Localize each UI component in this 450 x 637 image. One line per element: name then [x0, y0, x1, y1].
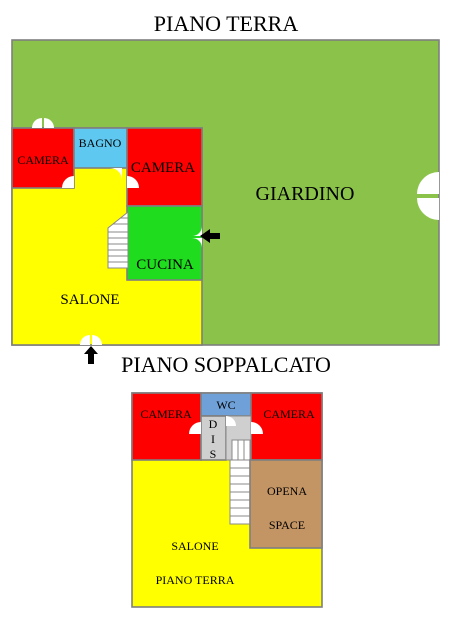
mezz-piano-terra-label: PIANO TERRA: [156, 573, 235, 587]
dis-letter-d: D: [209, 417, 218, 431]
open-space-label-line2: SPACE: [269, 518, 305, 532]
camera-right-label: CAMERA: [131, 160, 195, 176]
door-camera-left-inner: [62, 176, 74, 188]
mezz-camera-left-room: [131, 392, 202, 461]
dis-letter-s: S: [210, 447, 217, 461]
door-salone-south: [80, 335, 102, 345]
mezz-door-wc: [226, 416, 236, 426]
door-garden-east: [417, 172, 439, 220]
mezzanine-floor-title: PIANO SOPPALCATO: [121, 352, 331, 377]
camera-left-room: [11, 127, 75, 189]
mezz-door-camera-right: [251, 422, 263, 434]
camera-left-label: CAMERA: [17, 153, 69, 167]
door-camera-right: [127, 176, 139, 188]
dis-corridor: [200, 415, 227, 461]
bagno-label: BAGNO: [79, 136, 122, 150]
mezz-camera-right-label: CAMERA: [263, 407, 315, 421]
door-bagno: [110, 168, 122, 180]
dis-letter-i: I: [211, 432, 215, 446]
door-camera-left-north: [32, 118, 54, 128]
mezz-camera-right-room: [250, 392, 323, 461]
cucina-label: CUCINA: [136, 257, 194, 273]
entrance-arrow-salone: [84, 346, 98, 364]
open-space-label-line1: OPENA: [267, 484, 307, 498]
mezz-camera-left-label: CAMERA: [140, 407, 192, 421]
ground-floor-title: PIANO TERRA: [154, 11, 299, 36]
mezz-door-camera-left: [189, 422, 201, 434]
garden-label: GIARDINO: [256, 183, 355, 205]
wc-label: WC: [216, 398, 235, 412]
entrance-arrow-kitchen: [200, 229, 220, 243]
open-space-room: [249, 459, 323, 549]
staircase-ground: [107, 210, 129, 269]
mezz-salone-label: SALONE: [171, 539, 218, 553]
salone-label: SALONE: [60, 292, 119, 308]
